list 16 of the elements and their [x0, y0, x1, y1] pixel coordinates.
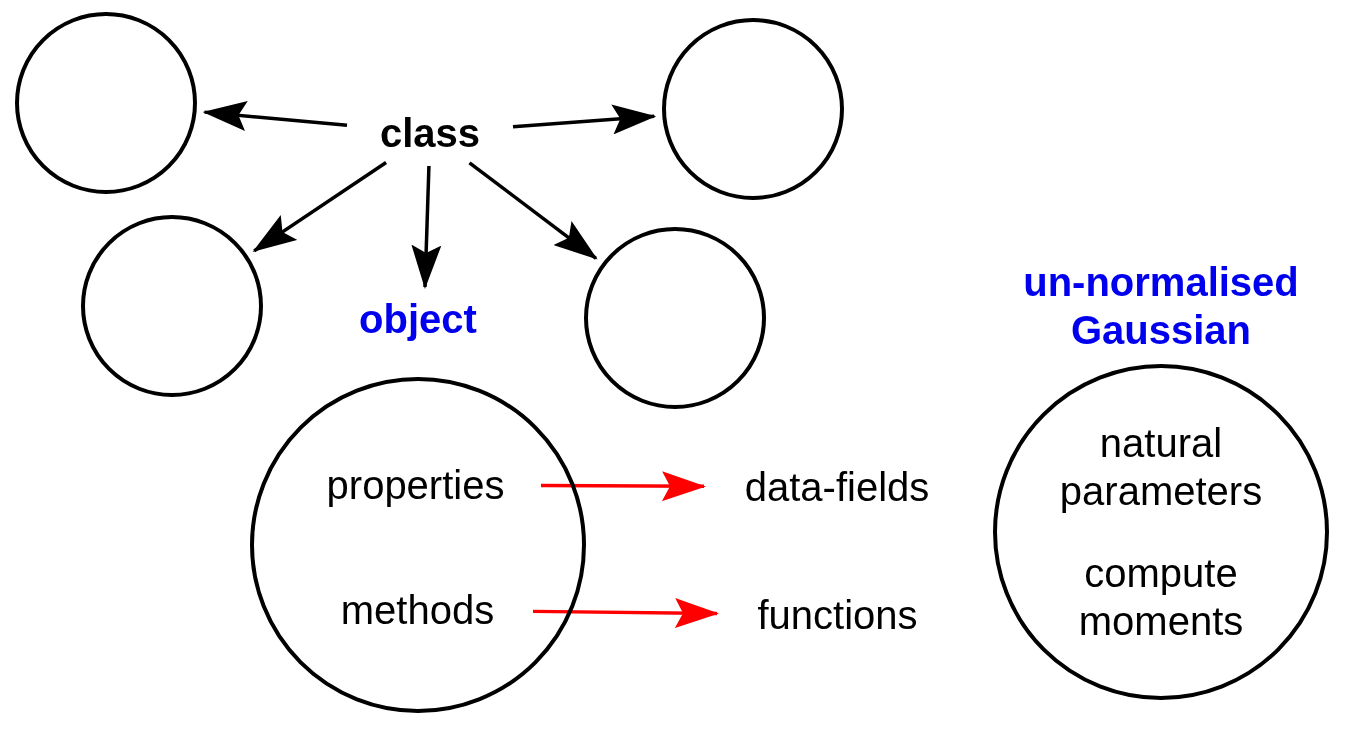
- arrow: [252, 161, 388, 253]
- arrow: [512, 104, 657, 135]
- node-label: data-fields: [744, 464, 930, 510]
- arrow: [532, 598, 719, 629]
- node-heading: un-normalised Gaussian: [1022, 259, 1300, 354]
- arrow: [411, 165, 442, 289]
- arrow: [541, 471, 706, 502]
- node-label: properties: [326, 462, 505, 508]
- node-heading: object: [358, 296, 478, 343]
- arrow: [202, 101, 348, 131]
- arrow: [468, 161, 598, 260]
- node-label: class: [379, 110, 481, 156]
- node-label: functions: [757, 592, 918, 638]
- node-label: compute moments: [1077, 550, 1245, 645]
- node-label: methods: [340, 587, 495, 633]
- node-label: natural parameters: [1058, 420, 1264, 515]
